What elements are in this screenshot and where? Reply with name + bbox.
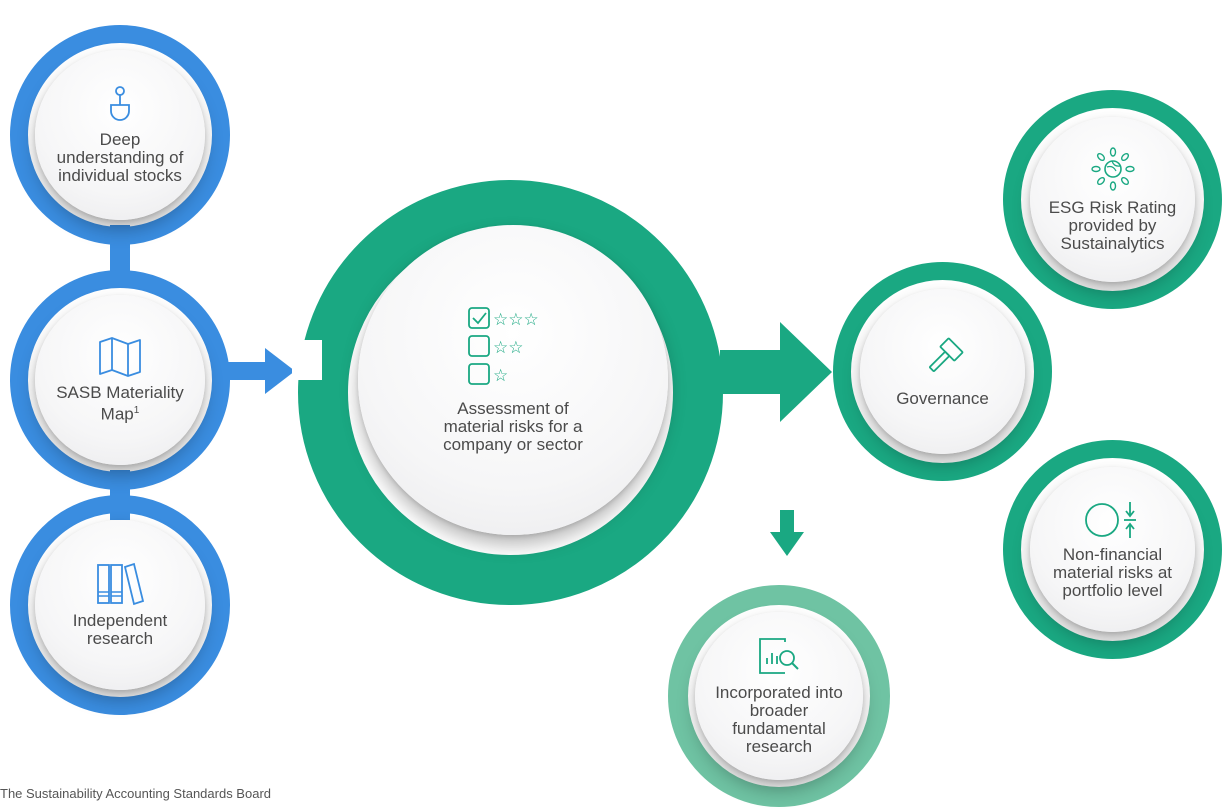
svg-text:☆☆: ☆☆ <box>493 338 523 358</box>
star-rating-checklist-icon: ☆☆☆ ☆☆ ☆ <box>468 307 539 386</box>
incorporated-label: Incorporated into broader fundamental re… <box>715 683 843 756</box>
map-icon <box>99 337 141 378</box>
incorporated-node: Incorporated into broader fundamental re… <box>695 612 863 780</box>
footnote: The Sustainability Accounting Standards … <box>0 786 272 801</box>
gavel-icon <box>928 337 963 372</box>
sasb-map-label: SASB Materiality Map1 <box>56 383 184 424</box>
assessment-node: ☆☆☆ ☆☆ ☆ Assessment of material risks fo… <box>358 225 668 535</box>
non-financial-label: Non-financial material risks at portfoli… <box>1052 544 1173 600</box>
blue-arrow-icon <box>225 348 295 394</box>
green-down-arrow-icon <box>770 510 804 556</box>
independent-research-node: Independent research <box>35 520 205 690</box>
assessment-label: Assessment of material risks for a compa… <box>443 399 583 454</box>
books-icon <box>97 562 145 606</box>
governance-node: Governance <box>860 289 1025 454</box>
non-financial-node: Non-financial material risks at portfoli… <box>1030 467 1195 632</box>
circle-compress-icon <box>1084 501 1136 538</box>
globe-leaves-icon <box>1090 146 1135 191</box>
shovel-icon <box>110 86 130 121</box>
chart-magnifier-icon <box>759 638 799 674</box>
green-right-arrow-icon <box>720 322 832 422</box>
deep-understanding-node: Deep understanding of individual stocks <box>35 50 205 220</box>
independent-research-label: Independent research <box>72 611 168 648</box>
esg-rating-label: ESG Risk Rating provided by Sustainalyti… <box>1048 197 1177 253</box>
deep-understanding-label: Deep understanding of individual stocks <box>56 130 184 185</box>
governance-label: Governance <box>896 388 989 408</box>
sasb-map-node: SASB Materiality Map1 <box>35 295 205 465</box>
footnote-marker: 1 <box>133 405 140 417</box>
svg-text:☆: ☆ <box>493 366 508 386</box>
assessment-ring-gap <box>292 340 322 380</box>
svg-text:☆☆☆: ☆☆☆ <box>493 310 539 330</box>
esg-rating-node: ESG Risk Rating provided by Sustainalyti… <box>1030 117 1195 282</box>
